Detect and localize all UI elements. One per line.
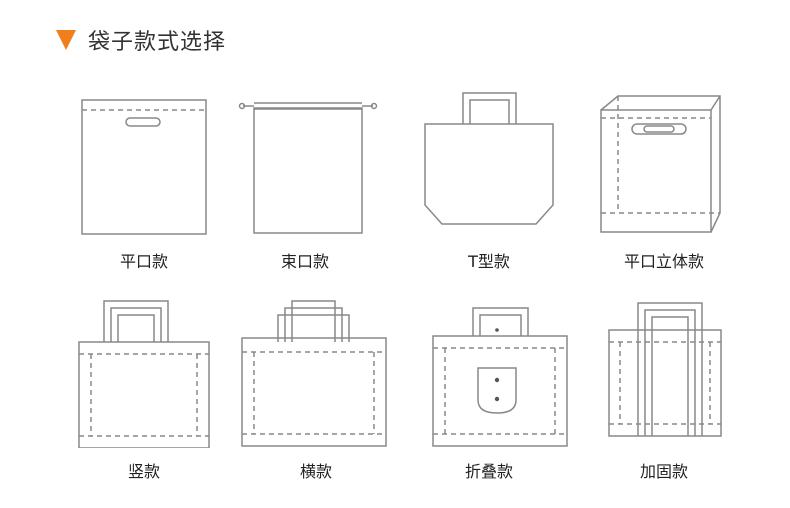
bag-style-t-shaped[interactable]: T型款 [399, 90, 579, 300]
bag-style-label: 平口款 [119, 252, 168, 271]
bag-style-label: 竖款 [127, 462, 160, 481]
bag-style-label: 横款 [299, 462, 332, 481]
reinforced-bag-icon [608, 302, 722, 437]
flat-bag-icon [81, 99, 207, 235]
bag-style-reinforced[interactable]: 加固款 [574, 298, 754, 508]
vertical-bag-icon [78, 300, 210, 448]
t-shaped-bag-icon [424, 92, 554, 225]
bag-style-folding[interactable]: 折叠款 [399, 298, 579, 508]
section-header: 袋子款式选择 [56, 22, 226, 58]
bag-style-3d-flat[interactable]: 平口立体款 [574, 90, 754, 300]
bag-style-horizontal[interactable]: 横款 [226, 298, 406, 508]
horizontal-bag-icon [241, 300, 387, 447]
folding-bag-icon [432, 307, 568, 447]
section-title: 袋子款式选择 [88, 30, 227, 55]
bag-style-label: 束口款 [280, 252, 329, 271]
3d-flat-bag-icon [600, 95, 721, 233]
bag-style-flat[interactable]: 平口款 [54, 90, 234, 300]
drawstring-bag-icon [238, 102, 378, 234]
bag-style-label: 平口立体款 [623, 252, 704, 271]
bag-style-label: 折叠款 [464, 462, 513, 481]
triangle-down-icon [56, 30, 76, 50]
bag-style-label: 加固款 [639, 462, 688, 481]
bag-style-drawstring[interactable]: 束口款 [215, 90, 395, 300]
bag-style-label: T型款 [468, 252, 510, 271]
bag-style-vertical[interactable]: 竖款 [54, 298, 234, 508]
